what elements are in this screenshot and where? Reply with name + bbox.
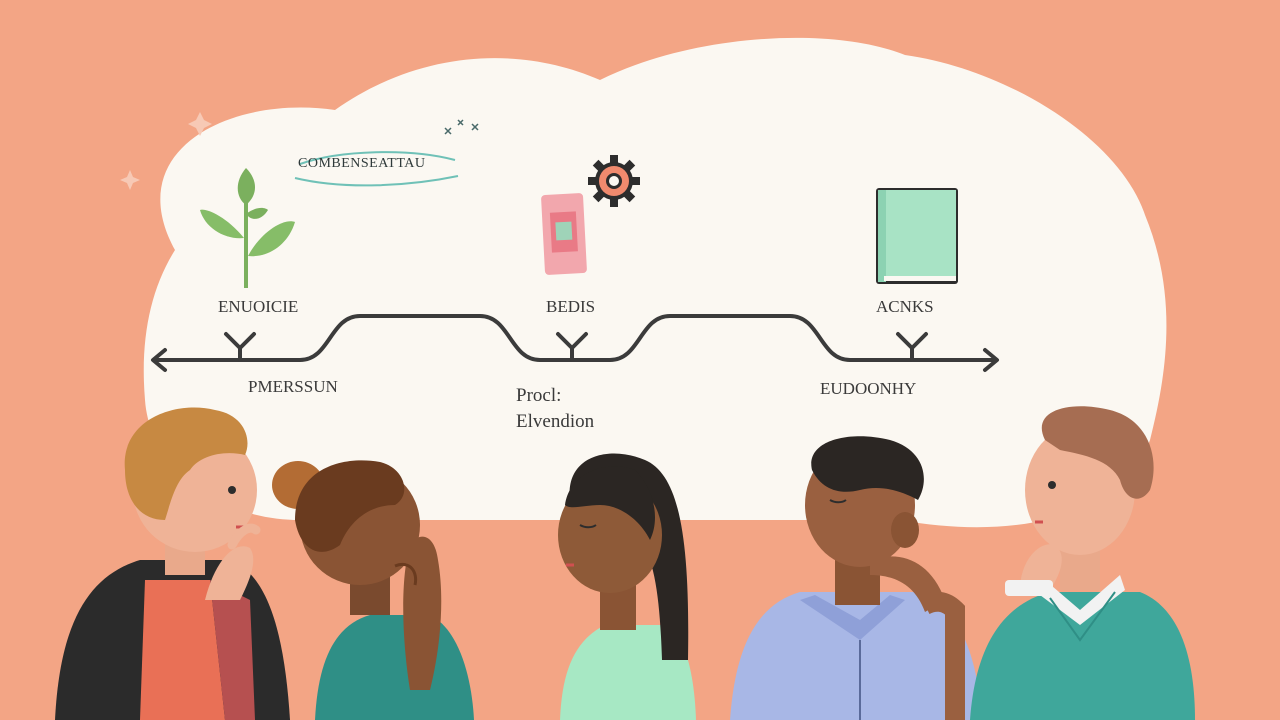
person-brown-hair-man <box>970 406 1195 720</box>
phone-icon <box>541 193 587 275</box>
timeline-bottom-label-middle-2: Elvendion <box>516 411 595 432</box>
timeline-top-label-2: BEDIS <box>546 297 596 316</box>
timeline-line <box>151 314 999 372</box>
book-icon <box>876 188 958 284</box>
banner-ribbon <box>294 151 459 187</box>
timeline-top-label-1: ENUOICIE <box>218 297 299 316</box>
person-dark-hair-man <box>730 436 982 720</box>
thought-cloud <box>143 37 1167 528</box>
timeline-bottom-label-left: PMERSSUN <box>248 377 338 396</box>
banner-text: COMBENSEATTAU <box>298 156 426 171</box>
timeline-bottom-label-right: EUDOONHY <box>820 379 917 398</box>
person-ginger-man <box>55 407 290 720</box>
sparkle-icon-small <box>444 119 479 135</box>
timeline-top-label-3: ACNKS <box>876 297 934 316</box>
gear-icon <box>588 155 640 207</box>
timeline-bottom-label-middle-1: Procl: <box>516 385 562 406</box>
person-bun-woman <box>272 460 474 720</box>
person-long-hair-woman <box>558 453 696 720</box>
plant-icon <box>200 168 295 288</box>
sparkle-icon <box>120 112 212 190</box>
